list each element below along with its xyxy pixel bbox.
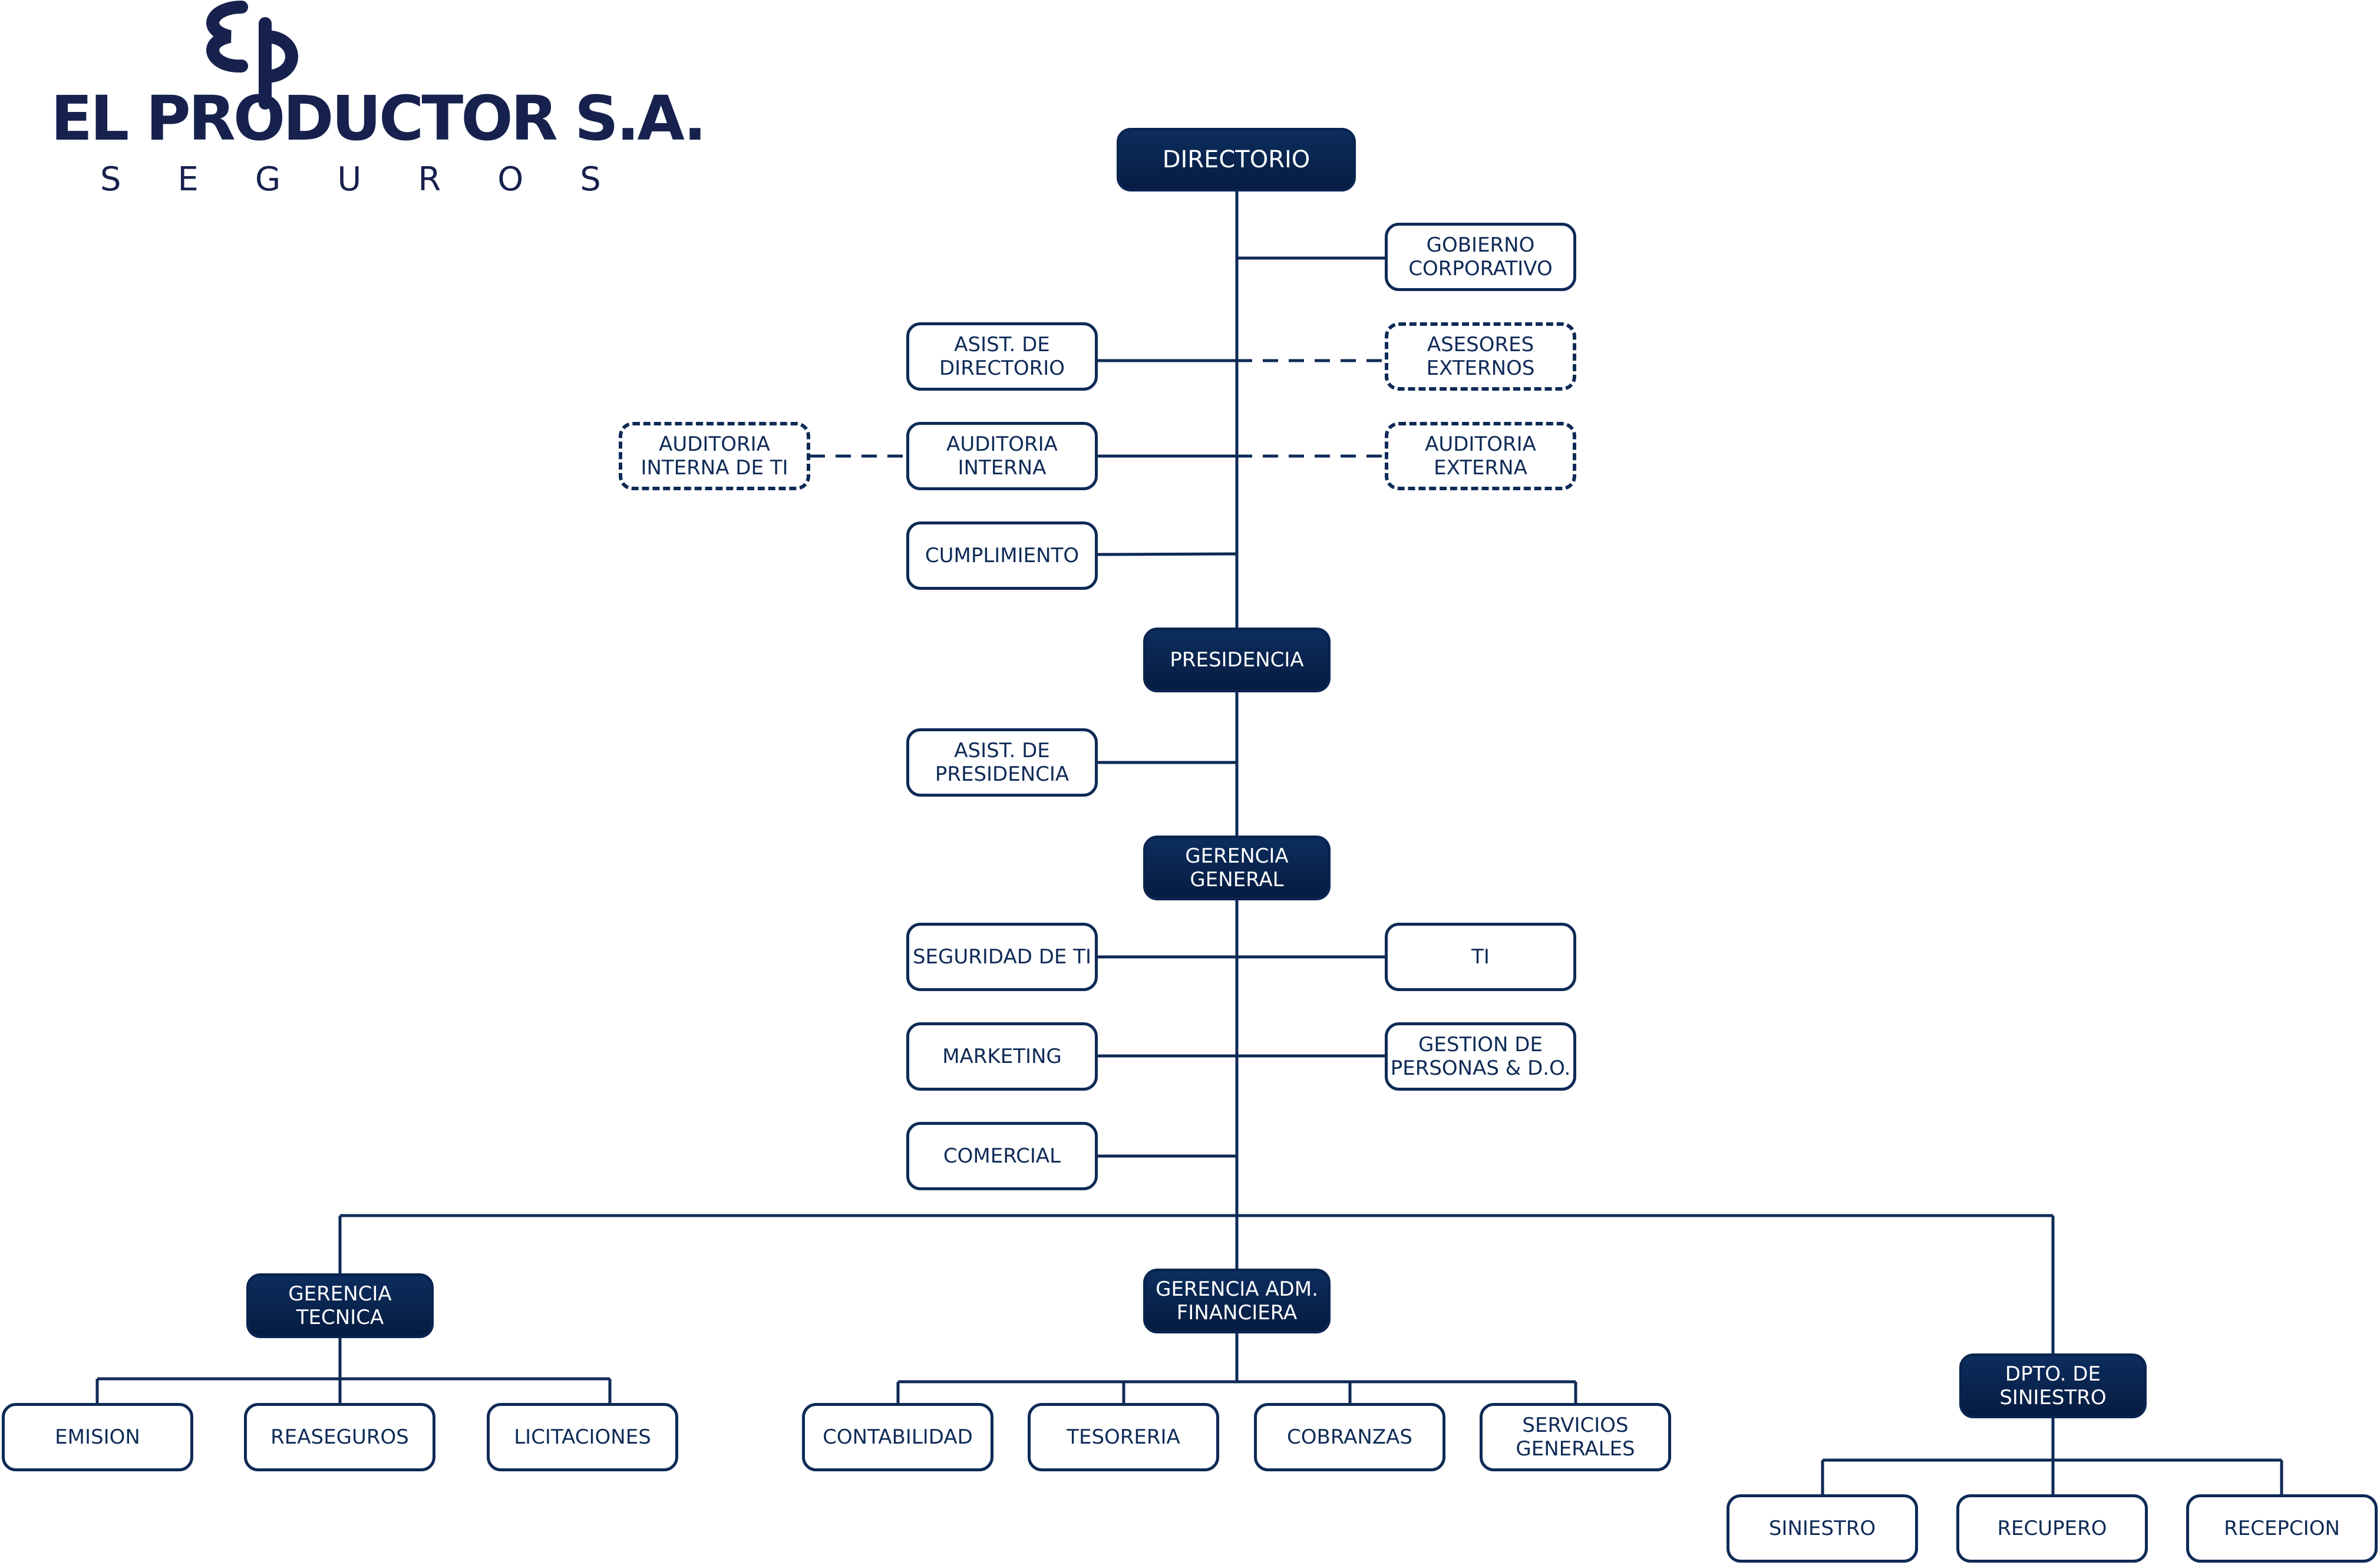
company-tagline: SEGUROS	[100, 160, 658, 199]
node-recepcion: RECEPCION	[2186, 1494, 2378, 1563]
node-directorio: DIRECTORIO	[1117, 128, 1356, 192]
node-marketing: MARKETING	[906, 1022, 1098, 1091]
node-comercial: COMERCIAL	[906, 1122, 1098, 1190]
node-tesoreria: TESORERIA	[1028, 1403, 1219, 1471]
node-emision: EMISION	[2, 1403, 193, 1471]
node-reaseguros: REASEGUROS	[244, 1403, 435, 1471]
node-auditoria-interna: AUDITORIA INTERNA	[906, 422, 1098, 490]
node-gerencia-general: GERENCIA GENERAL	[1143, 836, 1331, 900]
node-contabilidad: CONTABILIDAD	[802, 1403, 993, 1471]
node-cobranzas: COBRANZAS	[1254, 1403, 1445, 1471]
node-siniestro: SINIESTRO	[1727, 1494, 1918, 1563]
node-presidencia: PRESIDENCIA	[1143, 628, 1331, 692]
node-ti: TI	[1385, 923, 1576, 991]
node-asesores-externos: ASESORES EXTERNOS	[1385, 322, 1576, 391]
node-auditoria-interna-ti: AUDITORIA INTERNA DE TI	[619, 422, 810, 490]
node-gerencia-adm-financiera: GERENCIA ADM. FINANCIERA	[1143, 1269, 1331, 1333]
node-cumplimiento: CUMPLIMIENTO	[906, 521, 1098, 590]
node-recupero: RECUPERO	[1956, 1494, 2148, 1563]
company-name: EL PRODUCTOR S.A.	[51, 82, 707, 154]
node-licitaciones: LICITACIONES	[487, 1403, 678, 1471]
node-asist-directorio: ASIST. DE DIRECTORIO	[906, 322, 1098, 391]
node-gerencia-tecnica: GERENCIA TECNICA	[246, 1273, 434, 1338]
node-gobierno-corporativo: GOBIERNO CORPORATIVO	[1385, 223, 1576, 291]
node-servicios-generales: SERVICIOS GENERALES	[1480, 1403, 1671, 1471]
ep-monogram-icon	[206, 1, 298, 110]
node-auditoria-externa: AUDITORIA EXTERNA	[1385, 422, 1576, 490]
node-asist-presidencia: ASIST. DE PRESIDENCIA	[906, 728, 1098, 797]
node-dpto-siniestro: DPTO. DE SINIESTRO	[1959, 1353, 2147, 1418]
node-seguridad-ti: SEGURIDAD DE TI	[906, 923, 1098, 991]
node-gestion-personas: GESTION DE PERSONAS & D.O.	[1385, 1022, 1576, 1091]
company-logo: EL PRODUCTOR S.A. SEGUROS	[24, 0, 707, 200]
